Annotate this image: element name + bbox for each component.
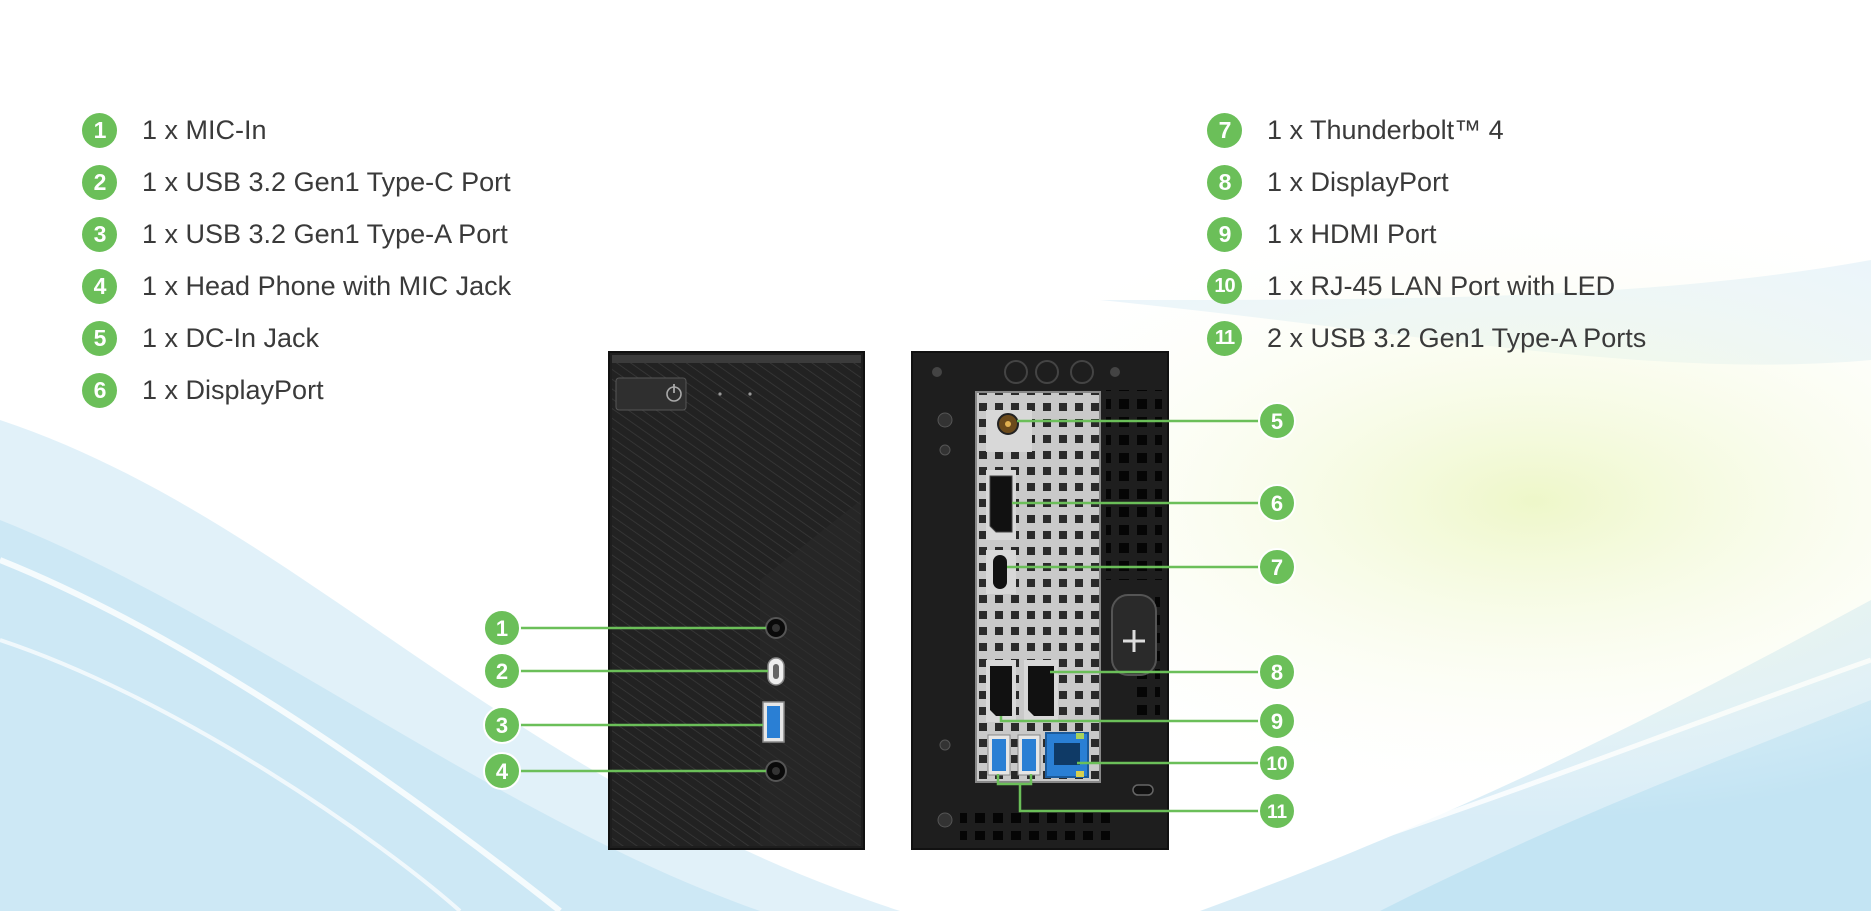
displayport-port-rear	[1024, 660, 1058, 722]
spec-label: 1 x DC-In Jack	[142, 322, 320, 353]
hdmi-port	[986, 660, 1016, 722]
spec-label: 1 x USB 3.2 Gen1 Type-A Port	[142, 218, 508, 249]
displayport-port	[986, 470, 1016, 540]
callout-1: 1	[483, 609, 521, 647]
spec-number-badge: 7	[1207, 112, 1242, 148]
svg-text:5: 5	[1271, 409, 1283, 434]
spec-label: 2 x USB 3.2 Gen1 Type-A Ports	[1267, 322, 1647, 353]
svg-text:8: 8	[1271, 660, 1283, 685]
front-spec-list: 1 1 x MIC-In 2 1 x USB 3.2 Gen1 Type-C P…	[82, 104, 511, 416]
spec-item-thunderbolt: 7 1 x Thunderbolt™ 4	[1207, 104, 1646, 156]
spec-item-usb-type-c: 2 1 x USB 3.2 Gen1 Type-C Port	[82, 156, 511, 208]
spec-item-hdmi: 9 1 x HDMI Port	[1207, 208, 1646, 260]
spec-label: 1 x DisplayPort	[1267, 166, 1449, 197]
spec-label: 1 x HDMI Port	[1267, 218, 1437, 249]
callout-4: 4	[483, 752, 521, 790]
spec-label: 1 x DisplayPort	[142, 374, 324, 405]
svg-text:3: 3	[496, 713, 508, 738]
spec-number-badge: 1	[82, 112, 117, 148]
spec-item-mic-in: 1 1 x MIC-In	[82, 104, 511, 156]
svg-text:7: 7	[1271, 555, 1283, 580]
rj45-lan-port	[1045, 732, 1089, 778]
callout-2: 2	[483, 652, 521, 690]
callout-8: 8	[1258, 653, 1296, 691]
rear-chassis	[911, 351, 1169, 850]
mic-in-jack	[765, 617, 787, 639]
callout-lines	[520, 419, 1261, 813]
spec-number-badge: 2	[82, 164, 117, 200]
power-icon[interactable]	[666, 384, 682, 402]
svg-text:4: 4	[496, 759, 509, 784]
spec-number-badge: 10	[1207, 268, 1242, 304]
spec-number-badge: 8	[1207, 164, 1242, 200]
svg-text:11: 11	[1267, 802, 1288, 823]
svg-text:10: 10	[1266, 754, 1287, 775]
spec-label: 1 x Thunderbolt™ 4	[1267, 114, 1504, 145]
spec-item-displayport: 6 1 x DisplayPort	[82, 364, 511, 416]
callout-6: 6	[1258, 484, 1296, 522]
front-chassis	[608, 351, 865, 850]
svg-text:2: 2	[496, 659, 508, 684]
usb-type-a-port	[762, 701, 785, 743]
dc-in-port	[986, 410, 1032, 452]
thunderbolt-port	[986, 550, 1016, 594]
rear-bracket-slot	[1111, 594, 1157, 676]
spec-item-usb-type-a: 3 1 x USB 3.2 Gen1 Type-A Port	[82, 208, 511, 260]
svg-text:6: 6	[1271, 491, 1283, 516]
rear-spec-list: 7 1 x Thunderbolt™ 4 8 1 x DisplayPort 9…	[1207, 104, 1646, 364]
callout-11: 11	[1258, 792, 1296, 830]
spec-label: 1 x USB 3.2 Gen1 Type-C Port	[142, 166, 511, 197]
usb-type-c-port	[767, 657, 785, 686]
spec-number-badge: 9	[1207, 216, 1242, 252]
callout-7: 7	[1258, 548, 1296, 586]
headphone-jack	[765, 760, 787, 782]
spec-number-badge: 3	[82, 216, 117, 252]
spec-label: 1 x MIC-In	[142, 114, 267, 145]
callout-9: 9	[1258, 702, 1296, 740]
spec-item-rj45: 10 1 x RJ-45 LAN Port with LED	[1207, 260, 1646, 312]
spec-number-badge: 6	[82, 372, 117, 408]
callout-3: 3	[483, 706, 521, 744]
spec-item-displayport-rear: 8 1 x DisplayPort	[1207, 156, 1646, 208]
spec-number-badge: 11	[1207, 320, 1242, 356]
callout-5: 5	[1258, 402, 1296, 440]
spec-number-badge: 5	[82, 320, 117, 356]
spec-item-usb-rear: 11 2 x USB 3.2 Gen1 Type-A Ports	[1207, 312, 1646, 364]
usb-type-a-ports-rear	[987, 734, 1041, 776]
svg-text:9: 9	[1271, 709, 1283, 734]
spec-label: 1 x Head Phone with MIC Jack	[142, 270, 512, 301]
spec-item-headphone-jack: 4 1 x Head Phone with MIC Jack	[82, 260, 511, 312]
spec-number-badge: 4	[82, 268, 117, 304]
spec-label: 1 x RJ-45 LAN Port with LED	[1267, 270, 1616, 301]
callout-10: 10	[1258, 744, 1296, 782]
kensington-lock-icon	[1132, 784, 1154, 796]
spec-item-dc-in: 5 1 x DC-In Jack	[82, 312, 511, 364]
svg-text:1: 1	[496, 616, 508, 641]
